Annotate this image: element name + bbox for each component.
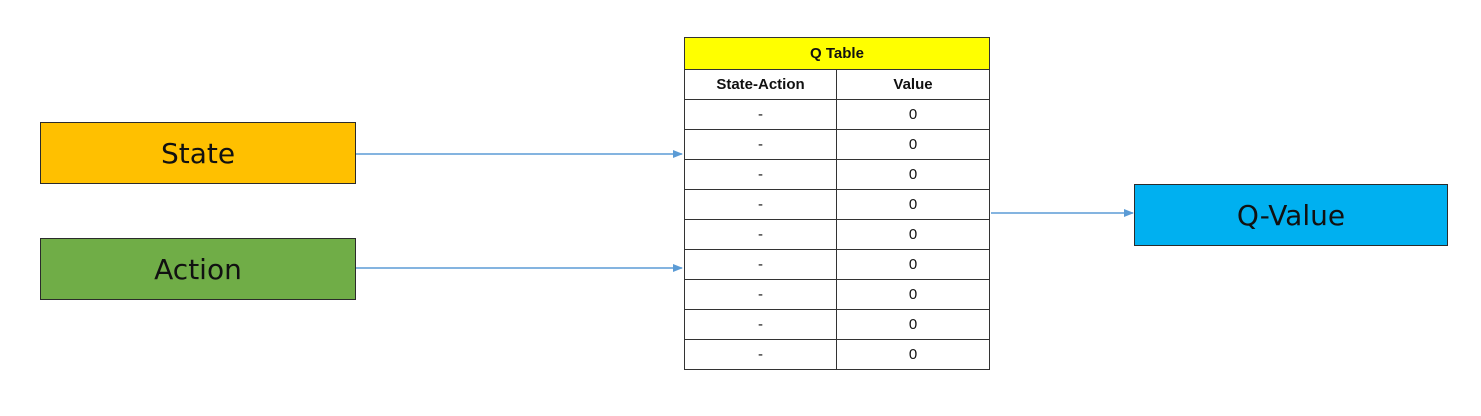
q-table-body: -0-0-0-0-0-0-0-0-0: [684, 99, 990, 370]
value-cell: 0: [836, 279, 990, 310]
state-action-cell: -: [684, 309, 837, 340]
state-action-cell: -: [684, 279, 837, 310]
column-header-value: Value: [836, 69, 990, 100]
state-label: State: [160, 136, 236, 170]
table-row: -0: [684, 129, 990, 160]
table-row: -0: [684, 339, 990, 370]
table-row: -0: [684, 309, 990, 340]
value-cell: 0: [836, 219, 990, 250]
value-cell: 0: [836, 339, 990, 370]
state-action-cell: -: [684, 339, 837, 370]
q-value-box: Q-Value: [1134, 184, 1448, 246]
state-action-cell: -: [684, 249, 837, 280]
value-cell: 0: [836, 159, 990, 190]
table-row: -0: [684, 219, 990, 250]
value-cell: 0: [836, 99, 990, 130]
state-action-cell: -: [684, 99, 837, 130]
table-row: -0: [684, 249, 990, 280]
state-action-cell: -: [684, 189, 837, 220]
state-action-cell: -: [684, 159, 837, 190]
table-row: -0: [684, 279, 990, 310]
table-row: -0: [684, 159, 990, 190]
value-cell: 0: [836, 309, 990, 340]
action-box: Action: [40, 238, 356, 300]
q-table-title: Q Table: [684, 37, 990, 70]
state-action-cell: -: [684, 219, 837, 250]
state-action-cell: -: [684, 129, 837, 160]
q-value-label: Q-Value: [1236, 198, 1346, 232]
value-cell: 0: [836, 189, 990, 220]
column-header-state-action: State-Action: [684, 69, 837, 100]
table-row: -0: [684, 99, 990, 130]
q-table: Q Table State-Action Value -0-0-0-0-0-0-…: [684, 37, 990, 370]
table-row: -0: [684, 189, 990, 220]
value-cell: 0: [836, 249, 990, 280]
state-box: State: [40, 122, 356, 184]
value-cell: 0: [836, 129, 990, 160]
action-label: Action: [154, 252, 242, 286]
